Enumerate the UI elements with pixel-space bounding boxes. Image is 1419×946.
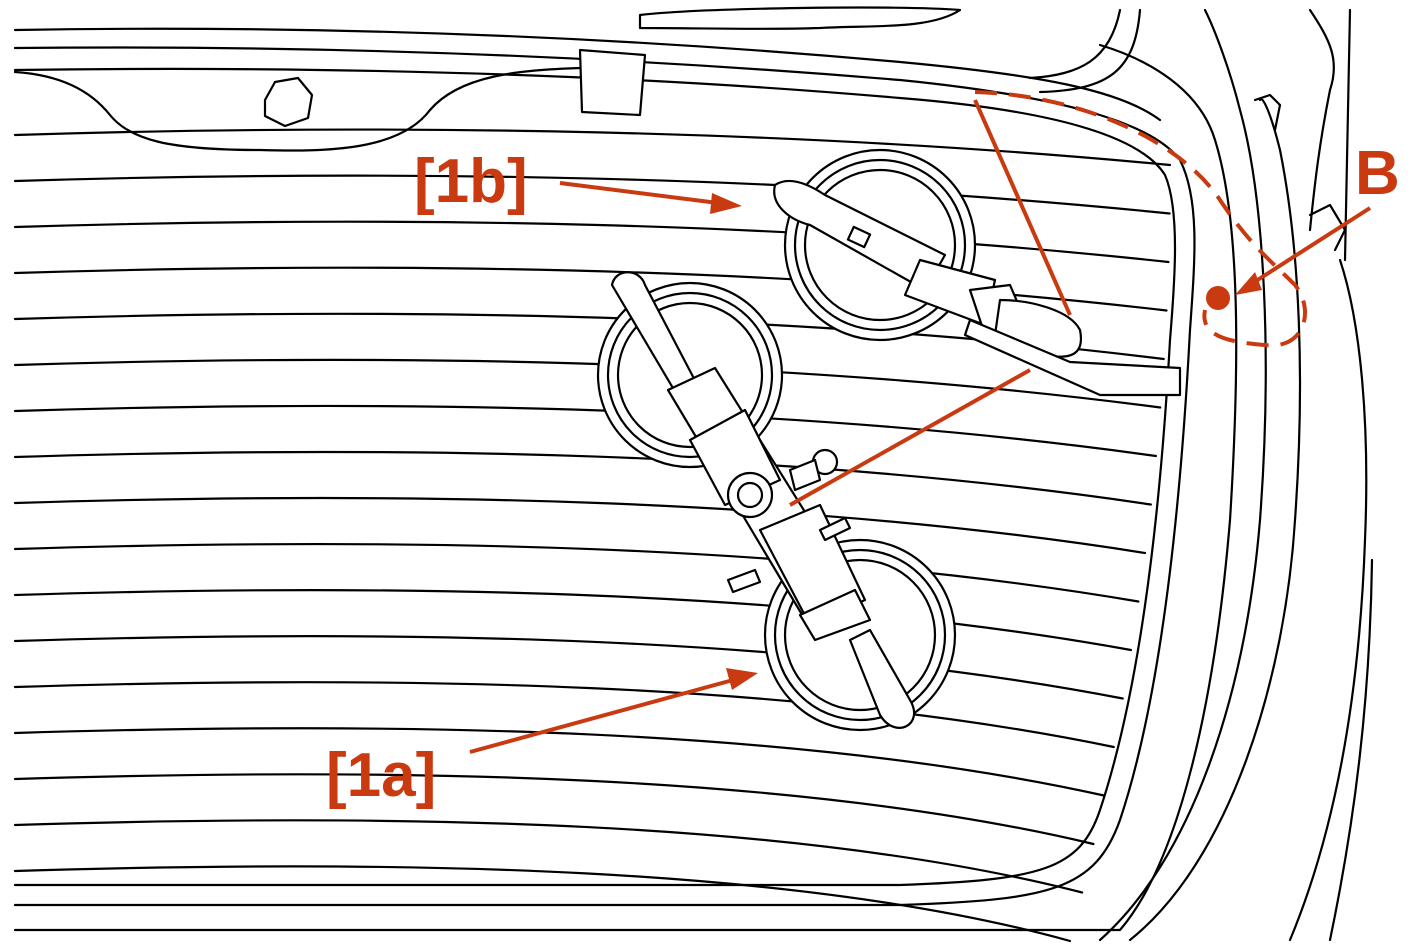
defroster-line [13, 588, 1133, 652]
defroster-line [13, 450, 1152, 506]
suction-cup-1a [596, 271, 957, 732]
defroster-line [13, 358, 1162, 409]
defroster-line [13, 681, 1115, 749]
arrow-b [1243, 206, 1372, 290]
arrowhead-1b-icon [710, 193, 742, 214]
defroster-line [13, 635, 1124, 700]
window-frame [13, 6, 1374, 942]
label-b: B [1355, 139, 1400, 208]
callouts: [1b] [1a] B [326, 90, 1400, 810]
area-b-dashed-outline [974, 90, 1307, 348]
arrowhead-b-icon [1235, 272, 1262, 295]
defroster-line [13, 128, 1172, 167]
defroster-line [13, 727, 1106, 797]
defroster-grid-lines [13, 128, 1172, 943]
defroster-line [13, 865, 1072, 943]
point-b-marker [1206, 286, 1230, 310]
label-1a: [1a] [326, 741, 436, 810]
third-brake-light-mount [263, 76, 314, 128]
label-1b: [1b] [414, 147, 528, 216]
defroster-line [13, 496, 1147, 555]
defroster-line [13, 404, 1158, 458]
callout-line-top [973, 99, 1072, 316]
arrow-1b [559, 181, 719, 205]
arrow-1a [469, 678, 734, 754]
defroster-line [13, 819, 1084, 894]
defroster-line [13, 174, 1171, 215]
defroster-line [13, 542, 1140, 603]
suction-cup-1b [773, 148, 1182, 397]
defroster-line [13, 220, 1170, 264]
callout-line-mid [789, 368, 1031, 507]
defroster-line [13, 773, 1095, 846]
arrowhead-1a-icon [726, 668, 758, 690]
